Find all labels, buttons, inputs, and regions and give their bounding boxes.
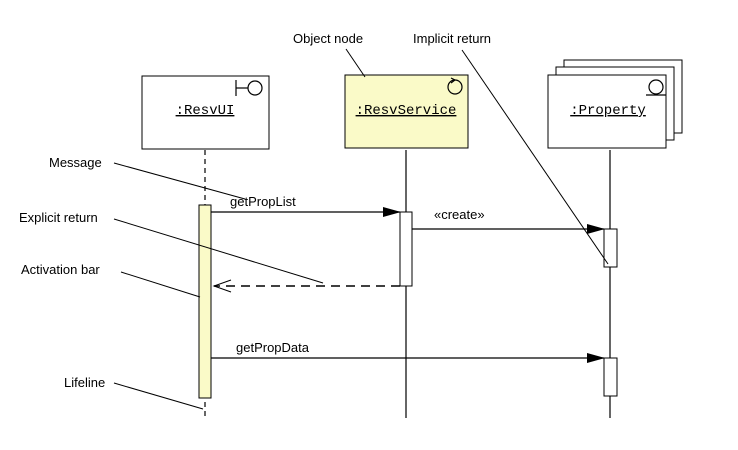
leader-message — [113, 162, 246, 200]
leader-explicit-return — [113, 218, 324, 284]
object-name: :Property — [570, 103, 646, 119]
entity-icon — [646, 79, 666, 96]
object-resvservice[interactable]: :ResvService — [344, 74, 469, 149]
leader-lifeline — [113, 382, 204, 410]
object-name: :ResvService — [356, 103, 457, 119]
activation-bar-resvui — [198, 204, 212, 399]
control-icon — [447, 77, 463, 95]
message-label-create: «create» — [434, 207, 485, 222]
activation-bar-resvservice — [399, 211, 413, 287]
callout-message: Message — [49, 155, 102, 170]
boundary-icon — [235, 80, 263, 96]
object-property[interactable]: :Property — [547, 59, 683, 149]
leader-activation-bar — [120, 271, 201, 298]
callout-activation-bar: Activation bar — [21, 262, 100, 277]
activation-bar-property-1 — [603, 228, 618, 268]
activation-bar-property-2 — [603, 357, 618, 397]
message-label-getpropdata: getPropData — [236, 340, 310, 355]
return-arrow — [212, 279, 400, 293]
leader-object-node — [345, 48, 366, 78]
callout-lifeline: Lifeline — [64, 375, 105, 390]
message-label-getproplist: getPropList — [230, 194, 296, 209]
leader-implicit-return — [461, 49, 609, 265]
callout-object-node: Object node — [293, 31, 363, 46]
callout-explicit-return: Explicit return — [19, 210, 98, 225]
callout-implicit-return: Implicit return — [413, 31, 491, 46]
object-name: :ResvUI — [176, 103, 235, 119]
object-resvui[interactable]: :ResvUI — [141, 75, 270, 150]
